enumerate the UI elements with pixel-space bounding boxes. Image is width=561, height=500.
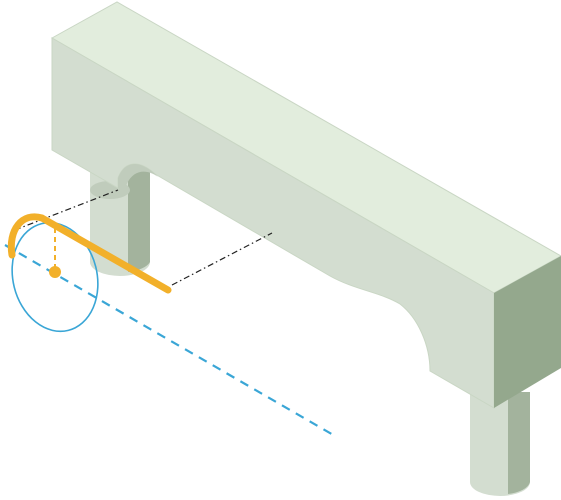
left-leg <box>90 170 150 276</box>
block-side-face <box>494 256 561 408</box>
bent-rod-handle <box>7 213 172 294</box>
projection-line-lower <box>171 232 273 286</box>
right-leg-shade <box>508 392 530 494</box>
projection-line-upper <box>14 189 119 231</box>
right-leg <box>470 392 530 496</box>
pivot-dot <box>49 266 61 278</box>
bridge-block <box>50 1 561 409</box>
left-leg-shade <box>128 170 150 272</box>
rotation-ellipse <box>11 221 99 333</box>
left-arch-shade <box>118 163 158 188</box>
